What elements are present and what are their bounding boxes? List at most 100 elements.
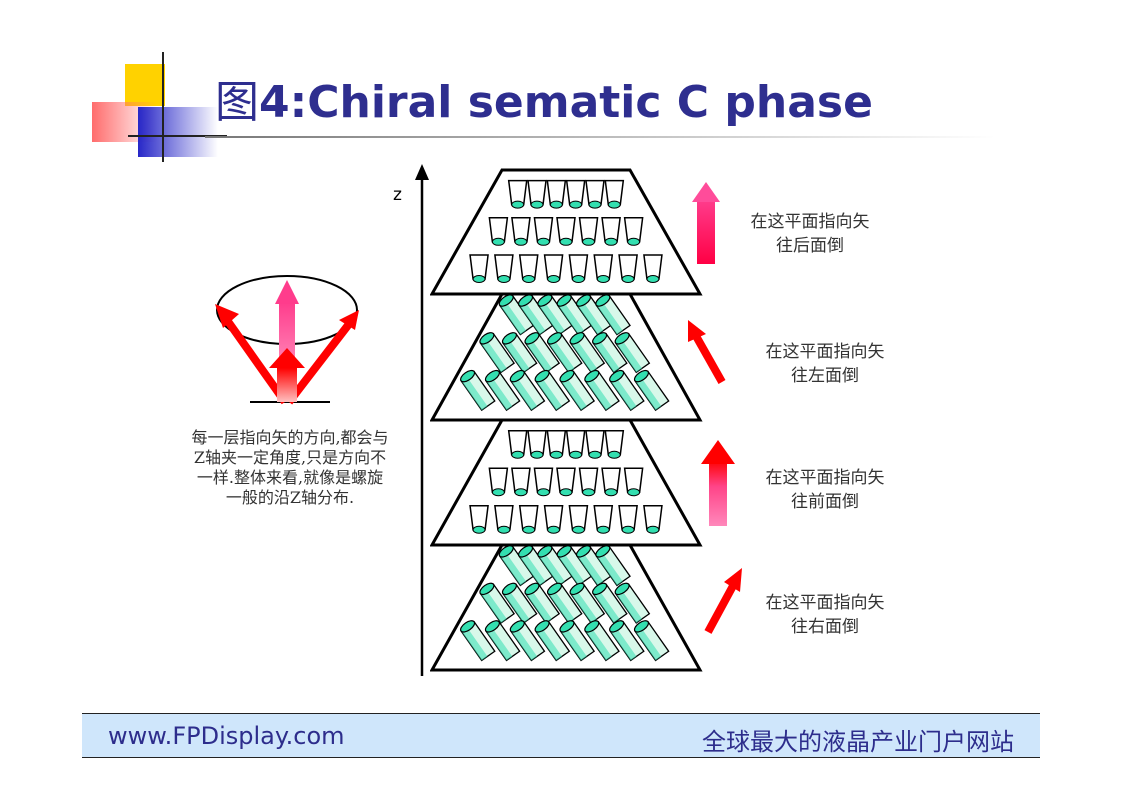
molecule-cylinder [546, 582, 583, 624]
molecule-cylinder [509, 369, 546, 412]
layer-stack [430, 168, 703, 672]
molecule-end [536, 488, 550, 497]
layer-back [430, 168, 703, 296]
molecule-cylinder [484, 369, 521, 412]
molecule-cylinder [633, 369, 670, 412]
molecule-cylinder [501, 332, 538, 374]
molecule-cylinder [609, 620, 645, 662]
molecule-end [646, 275, 660, 283]
molecule-cylinder [524, 582, 561, 624]
molecule-cylinder [518, 294, 554, 336]
molecule-end [547, 525, 561, 534]
molecule-cylinder [484, 620, 521, 662]
logo-graphic [92, 52, 227, 162]
layer-arrow-front [701, 440, 735, 526]
molecule-cylinder [609, 369, 645, 412]
molecule-end [607, 450, 621, 459]
molecule-end [491, 488, 505, 497]
molecule-cylinder [614, 582, 651, 624]
title-underline [205, 136, 995, 138]
molecule-cylinder [569, 332, 606, 374]
z-axis-label: z [393, 185, 402, 205]
molecule-cylinder [534, 620, 571, 662]
molecule-end [582, 237, 596, 246]
molecule-cylinder [524, 332, 561, 374]
molecule-end [627, 488, 641, 497]
molecule-cylinder [518, 545, 554, 587]
molecule-end [530, 450, 544, 459]
z-axis [415, 164, 429, 676]
molecule-end [547, 275, 561, 283]
layer-note-front: 在这平面指向矢往前面倒 [765, 468, 885, 512]
molecule-end [596, 525, 610, 534]
layer-note-left: 在这平面指向矢往左面倒 [765, 342, 885, 386]
molecule-cylinder [556, 545, 593, 587]
layer-left [430, 292, 703, 422]
molecule-end [559, 488, 573, 497]
molecule-end [497, 275, 511, 283]
layer-arrow-back [692, 182, 720, 264]
molecule-end [522, 525, 536, 534]
molecule-cylinder [479, 332, 516, 374]
layer-arrow-right [704, 568, 742, 634]
molecule-end [511, 200, 525, 209]
footer-url-link[interactable]: www.FPDisplay.com [108, 722, 345, 750]
page-title: 图4:Chiral sematic C phase [215, 66, 873, 130]
molecule-end [514, 488, 528, 497]
molecule-end [582, 488, 596, 497]
molecule-end [511, 450, 525, 459]
director-cone-illustration [215, 275, 359, 405]
molecule-cylinder [584, 369, 620, 412]
molecule-cylinder [460, 620, 496, 662]
molecule-end [646, 525, 660, 534]
footer-slogan: 全球最大的液晶产业门户网站 [702, 728, 1014, 756]
layer-arrow-left [688, 320, 726, 384]
molecule-cylinder [633, 620, 670, 662]
molecule-cylinder [584, 620, 620, 662]
molecule-end [604, 237, 618, 246]
molecule-end [571, 275, 585, 283]
molecule-end [588, 200, 602, 209]
molecule-cylinder [556, 294, 593, 336]
layer-note-right: 在这平面指向矢往右面倒 [765, 593, 885, 637]
molecule-end [621, 275, 635, 283]
molecule-cylinder [592, 332, 628, 374]
molecule-end [497, 525, 511, 534]
molecule-cylinder [569, 582, 606, 624]
layer-front [430, 418, 703, 547]
molecule-end [491, 237, 505, 246]
molecule-cylinder [614, 332, 651, 374]
molecule-end [522, 275, 536, 283]
molecule-cylinder [460, 369, 496, 412]
molecule-end [588, 450, 602, 459]
molecule-end [514, 237, 528, 246]
molecule-cylinder [509, 620, 546, 662]
molecule-end [472, 525, 486, 534]
molecule-end [549, 200, 563, 209]
layer-note-back: 在这平面指向矢往后面倒 [750, 212, 870, 256]
description-text: 每一层指向矢的方向,都会与Z轴夹一定角度,只是方向不一样.整体来看,就像是螺旋一… [191, 428, 389, 507]
molecule-end [627, 237, 641, 246]
molecule-end [530, 200, 544, 209]
molecule-cylinder [559, 369, 596, 412]
molecule-end [559, 237, 573, 246]
layer-right [430, 543, 703, 672]
molecule-end [621, 525, 635, 534]
molecule-cylinder [559, 620, 596, 662]
molecule-end [596, 275, 610, 283]
molecule-end [569, 200, 583, 209]
molecule-cylinder [592, 582, 628, 624]
molecule-end [571, 525, 585, 534]
molecule-cylinder [575, 294, 612, 336]
molecule-cylinder [546, 332, 583, 374]
molecule-end [569, 450, 583, 459]
molecule-end [549, 450, 563, 459]
molecule-cylinder [534, 369, 571, 412]
molecule-cylinder [595, 294, 631, 336]
molecule-end [536, 237, 550, 246]
molecule-end [472, 275, 486, 283]
molecule-end [607, 200, 621, 209]
title-prefix: 图 [215, 77, 259, 128]
molecule-end [604, 488, 618, 497]
molecule-cylinder [595, 545, 631, 587]
